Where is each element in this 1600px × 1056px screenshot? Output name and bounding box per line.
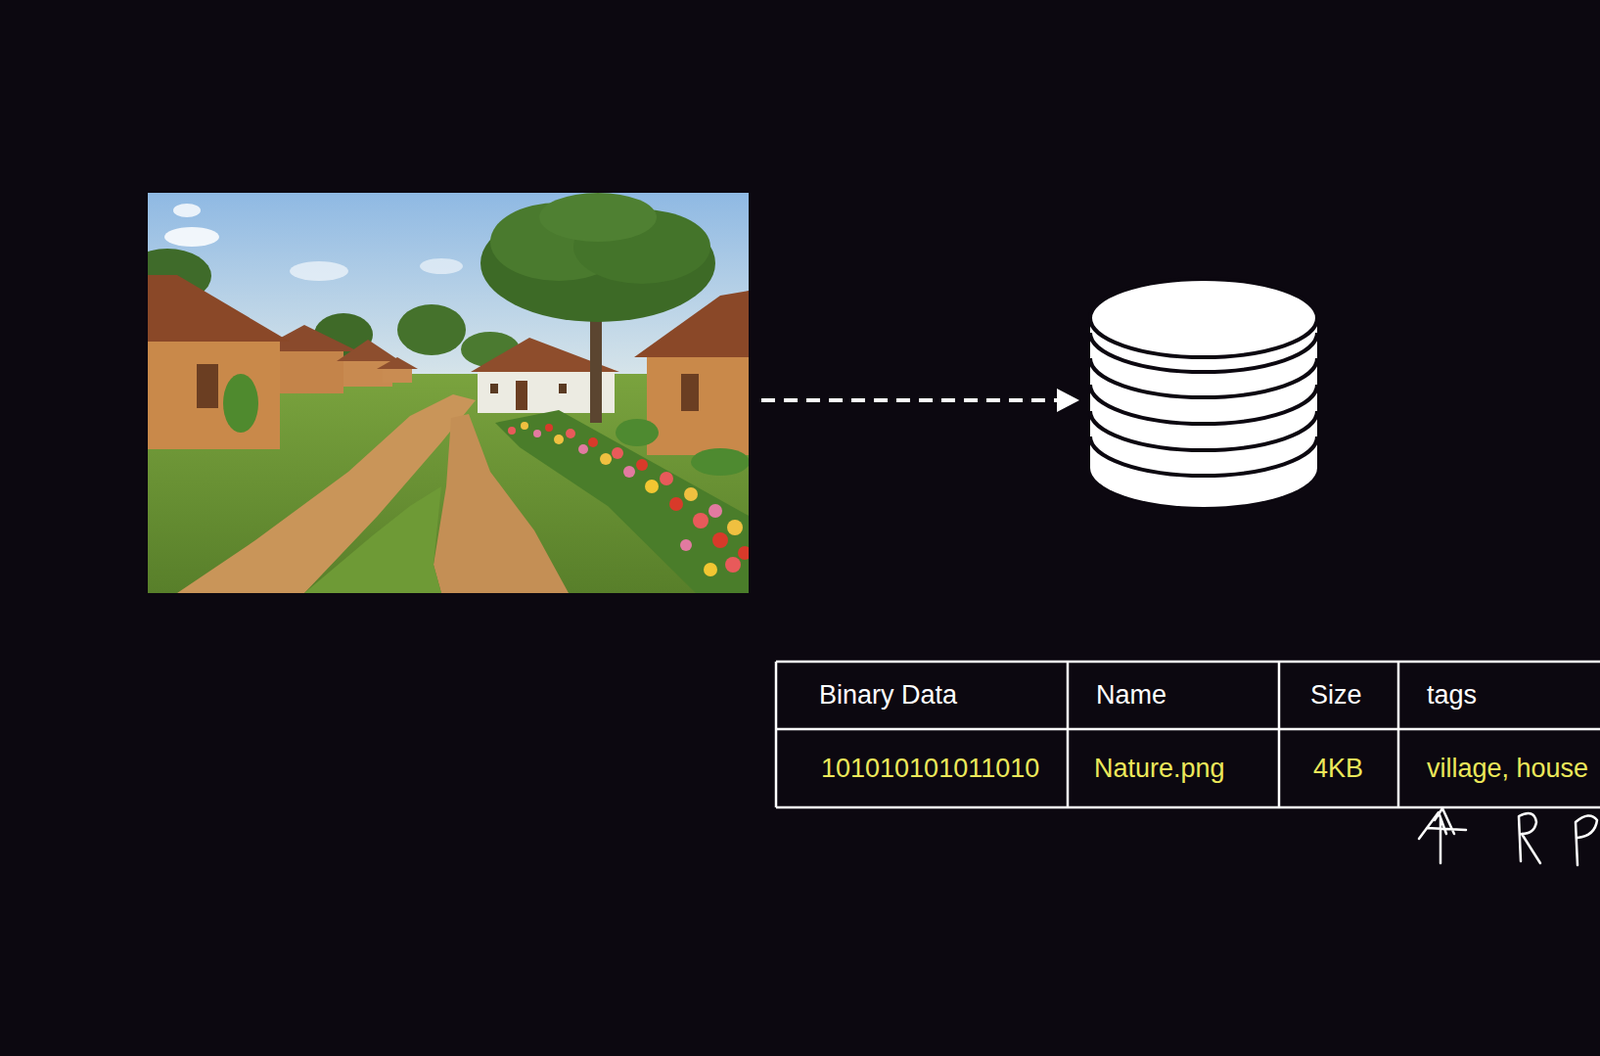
village-photo-part [690,448,749,476]
village-photo-part-part [578,444,589,455]
village-photo-part-part [588,437,598,448]
village-photo-part-part [727,519,743,536]
village-photo-part [147,274,290,342]
table-grid-part [776,806,1600,810]
dashed-arrow-part [1056,388,1080,412]
village-photo-part-part [644,479,659,494]
village-photo-part [634,290,749,358]
village-photo-part-part [623,465,636,478]
table-grid-part [1397,661,1401,808]
village-photo-part-part [737,546,749,560]
table-grid-part [1066,661,1070,808]
village-photo-part-part [712,532,729,549]
table-header: Size [1310,679,1363,711]
village-photo-part [507,421,749,577]
dashed-arrow-part [761,398,1057,403]
village-photo-part [490,383,499,394]
database-icon-part [1090,436,1318,476]
hand-scribble [1418,808,1598,866]
village-photo-part [419,258,463,275]
database-icon-part [1090,332,1318,372]
village-photo-part [397,304,466,356]
village-photo [147,192,749,594]
village-photo-part [681,373,699,412]
village-photo-part [304,486,442,594]
table-grid-part [1278,661,1281,808]
village-photo-part-part [507,426,516,435]
village-photo-part [646,352,749,456]
hand-scribble-part [1575,815,1598,866]
table-grid [776,661,1600,808]
table-cell: Nature.png [1094,752,1226,784]
table-cell: 101010101011010 [821,752,1040,784]
village-photo-part-part [545,423,553,432]
database-icon-part [1090,358,1318,398]
village-photo-part-part [708,503,723,518]
village-photo-part-part [725,556,741,573]
village-photo-part [539,192,657,242]
village-photo-part-part [636,458,648,471]
table-header: Binary Data [819,679,958,711]
village-photo-part [495,410,749,594]
village-photo-part [376,357,418,369]
village-photo-part [173,203,201,218]
village-photo-part-part [533,429,542,438]
village-photo-part [336,339,401,362]
table-header: Name [1096,679,1167,711]
village-photo-part [515,380,528,411]
database-icon-part [1090,411,1318,451]
village-photo-part-part [599,453,612,465]
village-photo-part-part [553,434,564,445]
dashed-arrow [761,388,1080,412]
village-photo-part-part [680,539,692,551]
village-photo-part [382,366,412,383]
village-photo-part [223,373,259,433]
village-photo-part-part [684,487,698,502]
village-photo-part-part [703,562,718,577]
table-header: tags [1426,679,1477,711]
table-grid-part [776,728,1600,732]
village-photo-part-part [692,512,709,529]
village-photo-part [196,364,219,409]
village-photo-part [289,261,349,281]
table-cell: 4KB [1313,752,1364,784]
village-photo-part-part [611,447,624,459]
database-icon [1090,278,1318,507]
table-grid-part [775,661,778,808]
database-icon-part [1090,278,1318,358]
table-cell: village, house [1426,752,1589,784]
hand-scribble-part [1418,808,1466,864]
hand-scribble-part [1518,813,1541,864]
village-photo-part-part [565,428,576,439]
village-photo-part-part [659,471,674,486]
village-photo-part [147,336,280,450]
village-photo-part-part [520,421,529,430]
village-photo-part [615,418,659,447]
database-icon-part [1090,384,1318,424]
village-photo-part [164,227,220,247]
village-photo-part-part [669,497,684,511]
table-grid-part [776,660,1600,664]
village-photo-part [558,383,567,394]
